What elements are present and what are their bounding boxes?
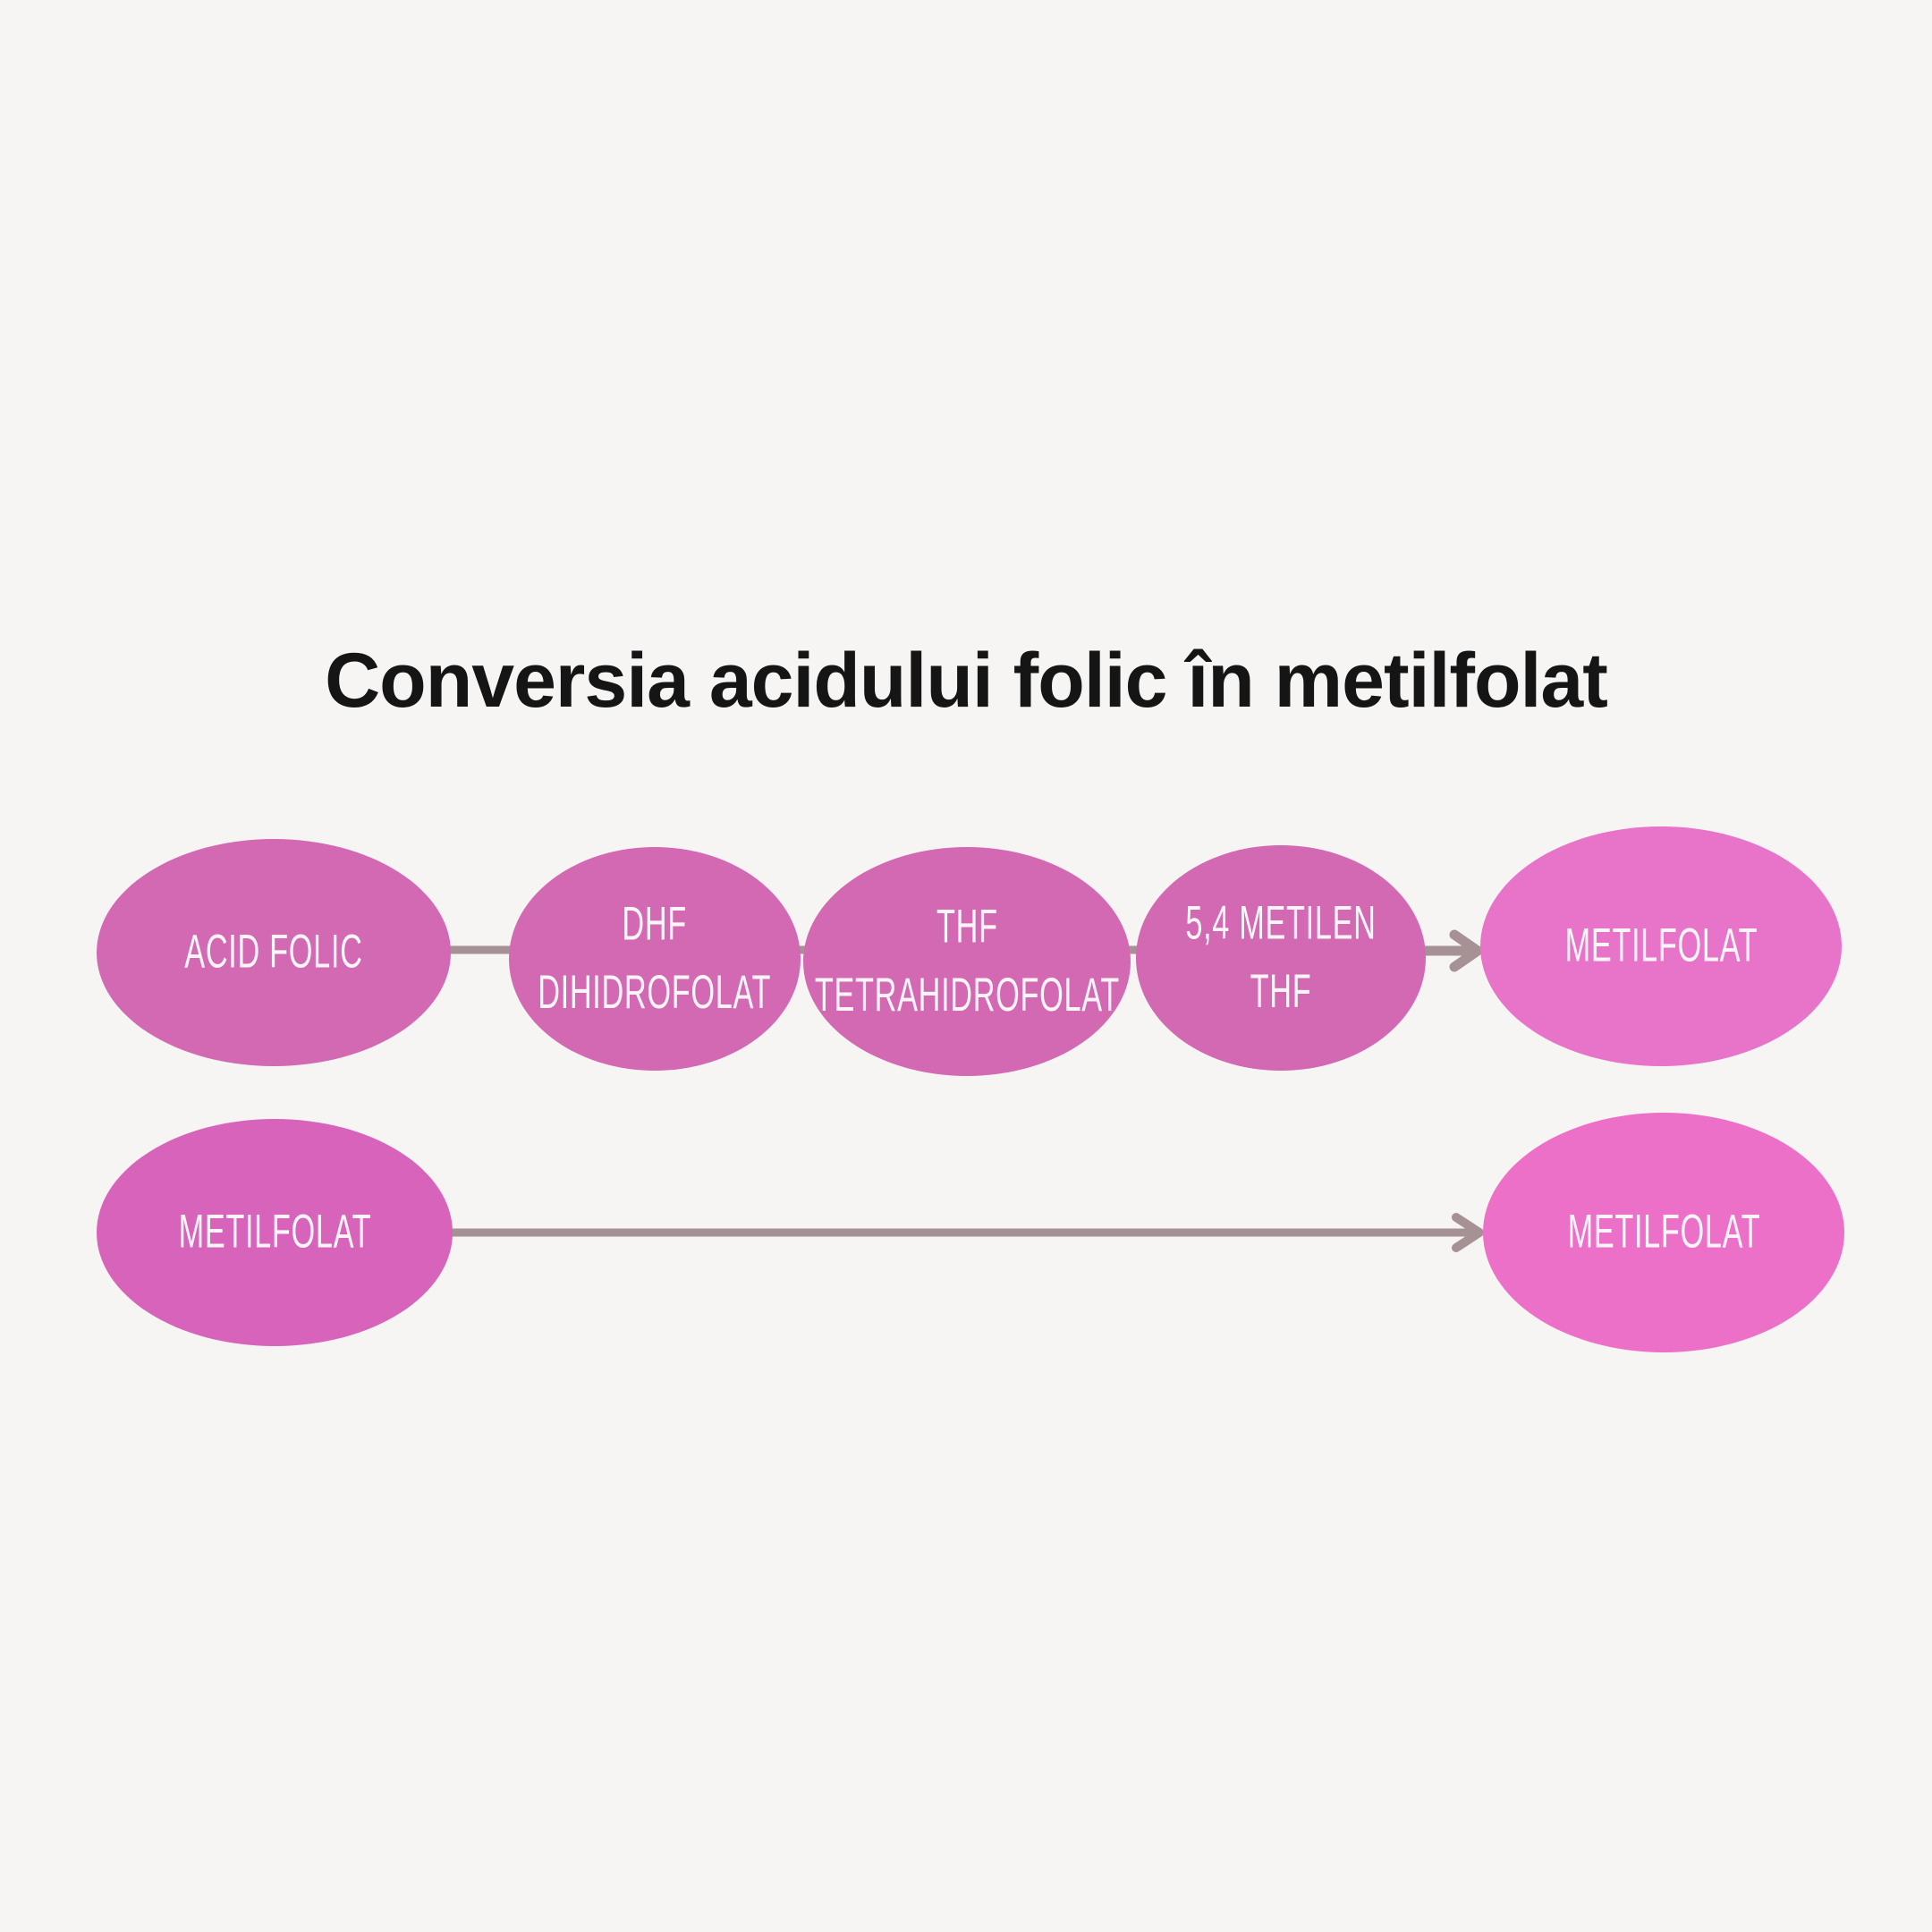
arrowhead-icon (1452, 1213, 1484, 1252)
node-dhf-dihidrofolat: DHF DIHIDROFOLAT (509, 847, 801, 1071)
node-label: 5,4 METILEN THF (1185, 896, 1377, 1019)
node-label: METILFOLAT (178, 1205, 371, 1258)
node-label: METILFOLAT (1567, 1205, 1760, 1258)
page-title: Conversia acidului folic în metilfolat (325, 638, 1608, 724)
node-thf-tetrahidrofolat: THF TETRAHIDROFOLAT (803, 847, 1131, 1076)
node-label: DHF DIHIDROFOLAT (538, 897, 772, 1020)
node-label: METILFOLAT (1564, 919, 1758, 972)
node-metilfolat-bottom-left: METILFOLAT (97, 1119, 453, 1346)
node-acid-folic: ACID FOLIC (97, 839, 451, 1066)
node-metilfolat-bottom-right: METILFOLAT (1483, 1113, 1844, 1352)
node-metilfolat-top-right: METILFOLAT (1480, 826, 1842, 1066)
node-label: ACID FOLIC (184, 925, 363, 979)
node-metilen-thf: 5,4 METILEN THF (1136, 845, 1426, 1071)
arrowhead-icon (1449, 929, 1483, 972)
node-label: THF TETRAHIDROFOLAT (814, 900, 1120, 1022)
